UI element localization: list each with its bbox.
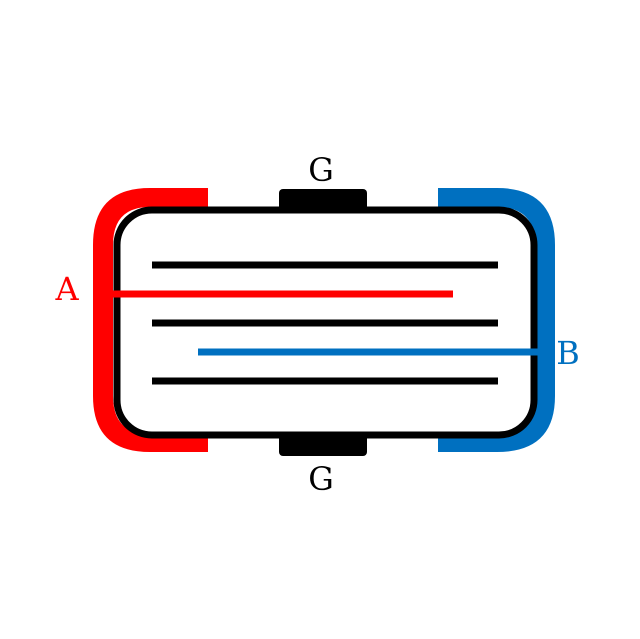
terminal-b-label: B <box>556 334 580 372</box>
left-electrode <box>93 188 208 452</box>
bottom-gate-label: G <box>308 460 334 498</box>
right-electrode <box>438 188 555 452</box>
top-gate-label: G <box>308 151 334 189</box>
terminal-a-label: A <box>54 270 79 308</box>
